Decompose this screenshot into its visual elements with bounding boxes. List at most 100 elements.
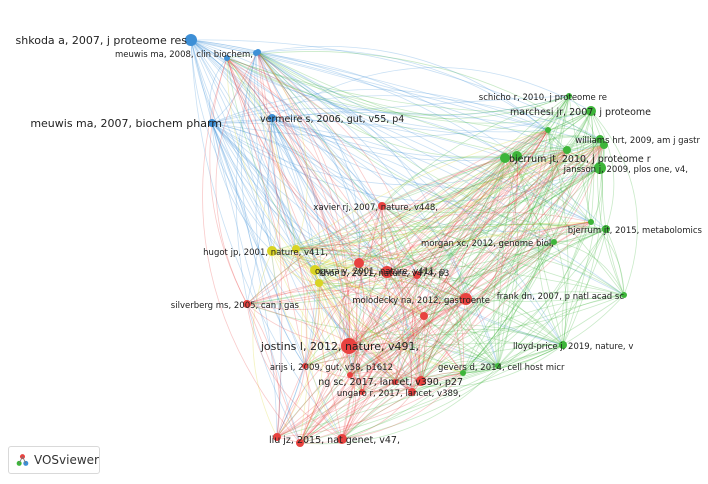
node-schicho[interactable]: [566, 93, 572, 99]
vosviewer-logo-box[interactable]: VOSviewer: [8, 446, 100, 474]
node-unlabeled[interactable]: [347, 372, 353, 378]
network-link: [190, 39, 351, 376]
node-ng[interactable]: [416, 376, 426, 386]
network-link: [255, 52, 320, 284]
node-unlabeled[interactable]: [392, 379, 398, 385]
node-shkoda[interactable]: [185, 34, 197, 46]
label-molodecky[interactable]: molodecky na, 2012, gastroente: [352, 296, 490, 306]
node-khor[interactable]: [381, 266, 393, 278]
node-lloydprice[interactable]: [559, 341, 567, 349]
node-bjerrum2010[interactable]: [500, 153, 510, 163]
node-unlabeled[interactable]: [315, 279, 323, 287]
node-unlabeled[interactable]: [420, 312, 428, 320]
label-meuwis2008[interactable]: meuwis ma, 2008, clin biochem,: [115, 50, 253, 60]
node-hugot[interactable]: [267, 246, 277, 256]
node-unlabeled[interactable]: [255, 49, 261, 55]
node-unlabeled[interactable]: [296, 439, 304, 447]
node-marchesi[interactable]: [586, 106, 596, 116]
network-link: [349, 157, 506, 376]
node-xavier[interactable]: [378, 202, 386, 210]
network-link: [416, 110, 592, 276]
node-unlabeled[interactable]: [600, 141, 608, 149]
label-xavier[interactable]: xavier rj, 2007, nature, v448,: [313, 203, 438, 213]
label-hugot[interactable]: hugot jp, 2001, nature, v411,: [203, 248, 328, 258]
label-silverberg[interactable]: silverberg ms, 2005, can j gas: [171, 301, 300, 311]
network-link: [547, 129, 592, 223]
node-silverberg[interactable]: [243, 300, 251, 308]
network-link: [318, 241, 555, 289]
node-ogura[interactable]: [310, 265, 320, 275]
node-unlabeled[interactable]: [563, 146, 571, 154]
network-link: [271, 250, 625, 296]
node-unlabeled[interactable]: [460, 370, 466, 376]
network-link: [314, 269, 499, 367]
network-link: [381, 155, 506, 207]
network-link: [190, 39, 259, 53]
network-link: [255, 45, 568, 151]
network-link: [257, 51, 607, 230]
label-jostins[interactable]: jostins l, 2012, nature, v491,: [260, 340, 419, 353]
network-link: [211, 122, 499, 367]
label-ungaro[interactable]: ungaro r, 2017, lancet, v389,: [337, 389, 461, 399]
network-link: [211, 122, 273, 252]
network-link: [271, 250, 467, 300]
node-bjerrum2015[interactable]: [602, 225, 610, 233]
network-link: [226, 57, 351, 376]
label-vermeire[interactable]: vermeire s, 2006, gut, v55, p4: [260, 114, 404, 125]
label-williams[interactable]: williams hrt, 2009, am j gastr: [575, 136, 700, 146]
node-unlabeled[interactable]: [545, 127, 551, 133]
network-link: [276, 274, 418, 438]
node-morgan[interactable]: [551, 239, 557, 245]
label-morgan[interactable]: morgan xc, 2012, genome biol,: [421, 239, 554, 249]
label-gevers[interactable]: gevers d, 2014, cell host micr: [438, 363, 565, 373]
label-khor[interactable]: khor b, 2011, nature, v474, p3: [319, 269, 449, 279]
label-bjerrum2015[interactable]: bjerrum jt, 2015, metabolomics: [568, 226, 703, 236]
network-link: [211, 122, 343, 440]
label-lloydprice[interactable]: lloyd-price j, 2019, nature, v: [513, 342, 633, 352]
node-unlabeled[interactable]: [354, 258, 364, 268]
network-link: [246, 211, 592, 305]
network-link: [190, 39, 607, 230]
label-ogura[interactable]: ogura y, 2001, nature, v411, p: [315, 267, 445, 277]
node-unlabeled[interactable]: [588, 219, 594, 225]
node-ungaro[interactable]: [408, 388, 416, 396]
network-link: [211, 122, 306, 367]
node-unlabeled[interactable]: [273, 433, 281, 441]
node-unlabeled[interactable]: [359, 389, 365, 395]
network-link: [349, 129, 549, 376]
node-unlabeled[interactable]: [512, 151, 522, 161]
node-molodecky[interactable]: [460, 293, 472, 305]
network-link: [304, 138, 601, 367]
node-unlabeled[interactable]: [413, 271, 421, 279]
network-link: [423, 221, 592, 317]
label-schicho[interactable]: schicho r, 2010, j proteome re: [479, 93, 607, 103]
node-liu[interactable]: [337, 434, 347, 444]
network-link: [349, 149, 568, 376]
label-ng[interactable]: ng sc, 2017, lancet, v390, p27: [318, 377, 463, 388]
node-jostins[interactable]: [341, 338, 357, 354]
label-jansson[interactable]: jansson j, 2009, plos one, v4,: [563, 165, 688, 175]
label-marchesi[interactable]: marchesi jr, 2007, j proteome: [510, 107, 651, 118]
network-link: [318, 282, 351, 376]
label-frank[interactable]: frank dn, 2007, p natl acad sc: [497, 292, 625, 302]
network-link: [597, 138, 625, 296]
label-bjerrum2010[interactable]: bjerrum jt, 2010, j proteome r: [509, 154, 651, 165]
node-jansson[interactable]: [594, 162, 606, 174]
network-link: [358, 262, 464, 374]
network-link: [386, 129, 549, 273]
label-shkoda[interactable]: shkoda a, 2007, j proteome res: [16, 34, 188, 47]
network-link: [304, 298, 467, 367]
node-vermeire[interactable]: [268, 114, 276, 122]
node-unlabeled[interactable]: [292, 245, 300, 253]
node-williams[interactable]: [596, 135, 604, 143]
node-arijs[interactable]: [302, 363, 308, 369]
node-meuwis2007[interactable]: [208, 119, 216, 127]
node-unlabeled[interactable]: [224, 55, 230, 61]
label-meuwis2007[interactable]: meuwis ma, 2007, biochem pharm: [30, 117, 222, 130]
label-arijs[interactable]: arijs i, 2009, gut, v58, p1612: [270, 363, 393, 373]
node-frank[interactable]: [621, 292, 627, 298]
node-gevers[interactable]: [495, 363, 501, 369]
network-link: [420, 149, 568, 382]
label-liu[interactable]: liu jz, 2015, nat genet, v47,: [269, 435, 400, 446]
